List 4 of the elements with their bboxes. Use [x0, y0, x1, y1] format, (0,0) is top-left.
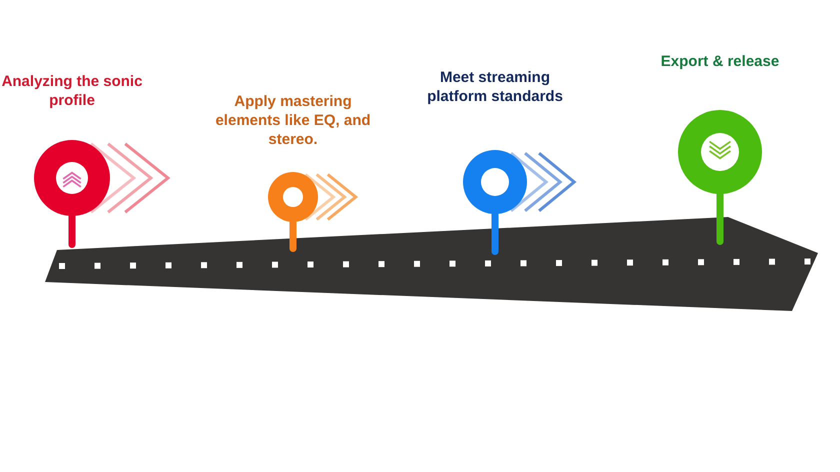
step-label: Export & release [660, 52, 780, 71]
step-label: Meet streaming platform standards [426, 68, 564, 106]
step-label: Apply mastering elements like EQ, and stereo. [214, 92, 372, 149]
step-label: Analyzing the sonic profile [0, 72, 144, 110]
